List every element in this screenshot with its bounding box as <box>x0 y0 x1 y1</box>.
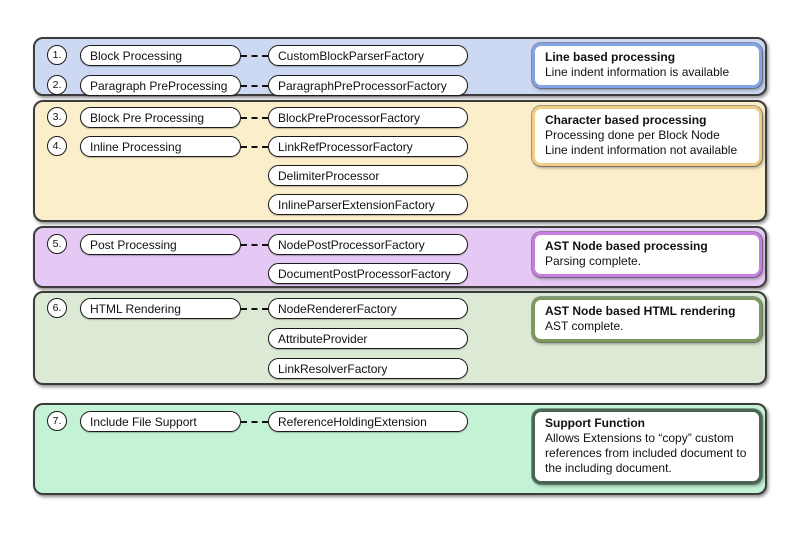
step-number-badge: 2. <box>47 75 67 95</box>
note-box: AST Node based processing Parsing comple… <box>532 232 762 277</box>
band-ast-node-processing: 5. Post Processing NodePostProcessorFact… <box>33 226 767 288</box>
note-title: AST Node based processing <box>545 239 708 253</box>
stage-pill: Block Processing <box>80 45 241 66</box>
note-line: AST complete. <box>545 319 624 333</box>
step-number-badge: 7. <box>47 411 67 431</box>
class-pill: InlineParserExtensionFactory <box>268 194 468 215</box>
note-box: Support Function Allows Extensions to “c… <box>532 409 762 484</box>
band-include-file-support: 7. Include File Support ReferenceHolding… <box>33 403 767 495</box>
step-number-badge: 6. <box>47 298 67 318</box>
dashed-connector <box>241 117 268 119</box>
class-pill: CustomBlockParserFactory <box>268 45 468 66</box>
class-pill: LinkResolverFactory <box>268 358 468 379</box>
class-pill: DelimiterProcessor <box>268 165 468 186</box>
dashed-connector <box>241 308 268 310</box>
note-title: Line based processing <box>545 50 676 64</box>
class-pill: DocumentPostProcessorFactory <box>268 263 468 284</box>
dashed-connector <box>241 146 268 148</box>
stage-pill: Include File Support <box>80 411 241 432</box>
dashed-connector <box>241 55 268 57</box>
step-number-badge: 4. <box>47 136 67 156</box>
step-number-badge: 3. <box>47 107 67 127</box>
note-line: Line indent information not available <box>545 143 738 157</box>
note-line: Line indent information is available <box>545 65 730 79</box>
class-pill: NodeRendererFactory <box>268 298 468 319</box>
class-pill: LinkRefProcessorFactory <box>268 136 468 157</box>
stage-pill: Post Processing <box>80 234 241 255</box>
class-pill: BlockPreProcessorFactory <box>268 107 468 128</box>
stage-pill: Inline Processing <box>80 136 241 157</box>
note-box: AST Node based HTML rendering AST comple… <box>532 297 762 342</box>
stage-pill: HTML Rendering <box>80 298 241 319</box>
note-line: Allows Extensions to “copy” custom refer… <box>545 431 747 475</box>
class-pill: NodePostProcessorFactory <box>268 234 468 255</box>
band-html-rendering: 6. HTML Rendering NodeRendererFactory At… <box>33 291 767 385</box>
step-number-badge: 1. <box>47 45 67 65</box>
stage-pill: Paragraph PreProcessing <box>80 75 241 96</box>
step-number-badge: 5. <box>47 234 67 254</box>
note-line: Processing done per Block Node <box>545 128 720 142</box>
dashed-connector <box>241 421 268 423</box>
dashed-connector <box>241 244 268 246</box>
class-pill: ReferenceHoldingExtension <box>268 411 468 432</box>
note-title: Support Function <box>545 416 645 430</box>
note-line: Parsing complete. <box>545 254 642 268</box>
note-box: Line based processing Line indent inform… <box>532 43 762 88</box>
note-title: Character based processing <box>545 113 707 127</box>
note-title: AST Node based HTML rendering <box>545 304 736 318</box>
stage-pill: Block Pre Processing <box>80 107 241 128</box>
band-character-based-processing: 3. Block Pre Processing BlockPreProcesso… <box>33 100 767 222</box>
band-line-based-processing: 1. Block Processing CustomBlockParserFac… <box>33 37 767 96</box>
class-pill: AttributeProvider <box>268 328 468 349</box>
note-box: Character based processing Processing do… <box>532 106 762 166</box>
class-pill: ParagraphPreProcessorFactory <box>268 75 468 96</box>
dashed-connector <box>241 85 268 87</box>
